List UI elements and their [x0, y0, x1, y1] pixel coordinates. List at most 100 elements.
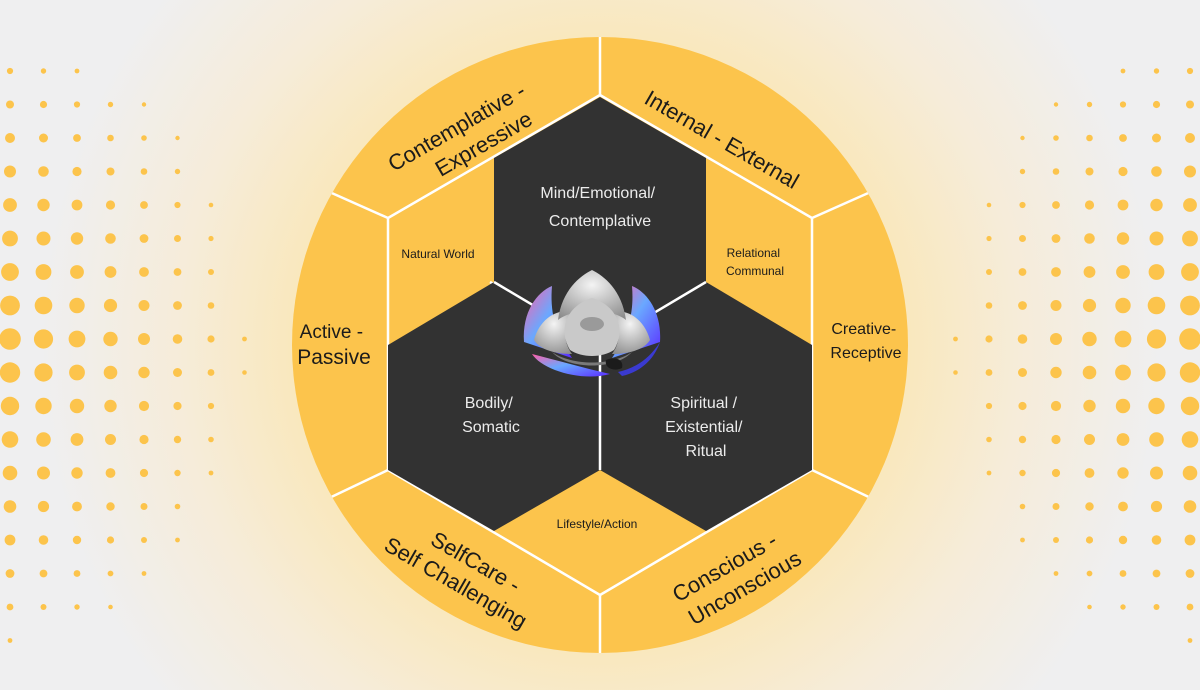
- decorative-dot: [34, 363, 53, 382]
- decorative-dot: [3, 198, 17, 212]
- decorative-dot: [173, 368, 182, 377]
- decorative-dot: [107, 101, 114, 108]
- decorative-dot: [1052, 168, 1060, 175]
- decorative-dot: [1019, 469, 1026, 477]
- decorative-dot: [2, 230, 18, 247]
- decorative-dot: [71, 199, 83, 211]
- label-lifestyle-action: Lifestyle/Action: [557, 517, 638, 531]
- decorative-dot: [103, 298, 118, 313]
- decorative-dot: [141, 102, 147, 107]
- decorative-dot: [1183, 198, 1197, 212]
- decorative-dot: [1052, 201, 1060, 209]
- decorative-dot: [104, 266, 117, 278]
- decorative-dot: [208, 235, 214, 242]
- decorative-dot: [1186, 603, 1194, 611]
- decorative-dot: [1050, 333, 1062, 345]
- decorative-dot: [138, 400, 150, 412]
- decorative-dot: [105, 434, 116, 445]
- decorative-dot: [986, 269, 992, 275]
- decorative-dot: [138, 333, 150, 345]
- decorative-dot: [1084, 434, 1095, 445]
- divider-lower-left: [324, 468, 389, 502]
- dot-pattern-right: [953, 67, 1200, 643]
- decorative-dot: [1119, 570, 1127, 577]
- decorative-dot: [71, 467, 83, 479]
- decorative-dot: [953, 370, 958, 375]
- decorative-dot: [7, 638, 13, 643]
- decorative-dot: [68, 330, 86, 348]
- decorative-dot: [5, 133, 15, 143]
- decorative-dot: [39, 133, 48, 143]
- lotus-icon: [523, 270, 661, 377]
- decorative-dot: [1082, 365, 1097, 380]
- decorative-dot: [139, 434, 149, 445]
- decorative-dot: [985, 302, 993, 309]
- divider-upper-right: [811, 188, 876, 220]
- decorative-dot: [242, 370, 247, 375]
- decorative-dot: [139, 267, 149, 277]
- decorative-dot: [39, 100, 48, 109]
- decorative-dot: [1180, 295, 1200, 316]
- decorative-dot: [107, 570, 114, 577]
- decorative-dot: [0, 396, 20, 416]
- decorative-dot: [1183, 500, 1197, 513]
- decorative-dot: [69, 398, 85, 414]
- decorative-dot: [1150, 500, 1163, 513]
- decorative-dot: [1050, 400, 1062, 412]
- decorative-dot: [108, 604, 113, 610]
- decorative-dot: [6, 100, 14, 109]
- decorative-dot: [35, 397, 52, 415]
- decorative-dot: [1115, 297, 1131, 314]
- decorative-dot: [69, 297, 85, 314]
- decorative-dot: [2, 465, 18, 481]
- decorative-dot: [74, 604, 80, 610]
- decorative-dot: [69, 364, 85, 381]
- decorative-dot: [106, 502, 115, 511]
- decorative-dot: [105, 468, 116, 478]
- decorative-dot: [1083, 266, 1096, 278]
- divider-lower-right: [811, 468, 876, 502]
- decorative-dot: [174, 201, 181, 209]
- decorative-dot: [1186, 100, 1194, 109]
- decorative-dot: [173, 301, 182, 310]
- decorative-dot: [1052, 503, 1060, 510]
- decorative-dot: [1082, 298, 1097, 313]
- decorative-dot: [106, 167, 115, 176]
- decorative-dot: [208, 202, 214, 208]
- decorative-dot: [1185, 569, 1195, 578]
- decorative-dot: [1119, 101, 1127, 108]
- decorative-dot: [1149, 231, 1164, 246]
- decorative-dot: [37, 500, 50, 513]
- dot-pattern-left: [0, 67, 247, 643]
- decorative-dot: [953, 336, 958, 342]
- decorative-dot: [141, 135, 147, 141]
- decorative-dot: [1018, 368, 1027, 377]
- decorative-dot: [1152, 133, 1161, 143]
- decorative-dot: [1053, 571, 1059, 576]
- decorative-dot: [139, 468, 149, 478]
- decorative-dot: [105, 233, 116, 244]
- decorative-dot: [1179, 328, 1200, 350]
- decorative-dot: [1051, 434, 1061, 445]
- ring-dividers: [324, 37, 876, 653]
- decorative-dot: [1019, 168, 1026, 175]
- decorative-dot: [1152, 100, 1161, 109]
- decorative-dot: [1053, 102, 1059, 107]
- decorative-dot: [1116, 265, 1130, 279]
- decorative-dot: [1051, 234, 1061, 243]
- decorative-dot: [1186, 67, 1194, 75]
- label-natural-world: Natural World: [401, 247, 474, 261]
- decorative-dot: [141, 571, 147, 576]
- decorative-dot: [1085, 167, 1094, 176]
- decorative-dot: [73, 570, 81, 577]
- decorative-dot: [1051, 267, 1061, 277]
- decorative-dot: [1118, 166, 1128, 177]
- decorative-dot: [141, 537, 147, 543]
- decorative-dot: [1117, 467, 1129, 479]
- decorative-dot: [1147, 296, 1166, 315]
- decorative-dot: [1151, 166, 1162, 177]
- decorative-dot: [173, 435, 182, 444]
- decorative-dot: [1050, 300, 1062, 311]
- decorative-dot: [1148, 264, 1165, 280]
- decorative-dot: [1184, 165, 1196, 178]
